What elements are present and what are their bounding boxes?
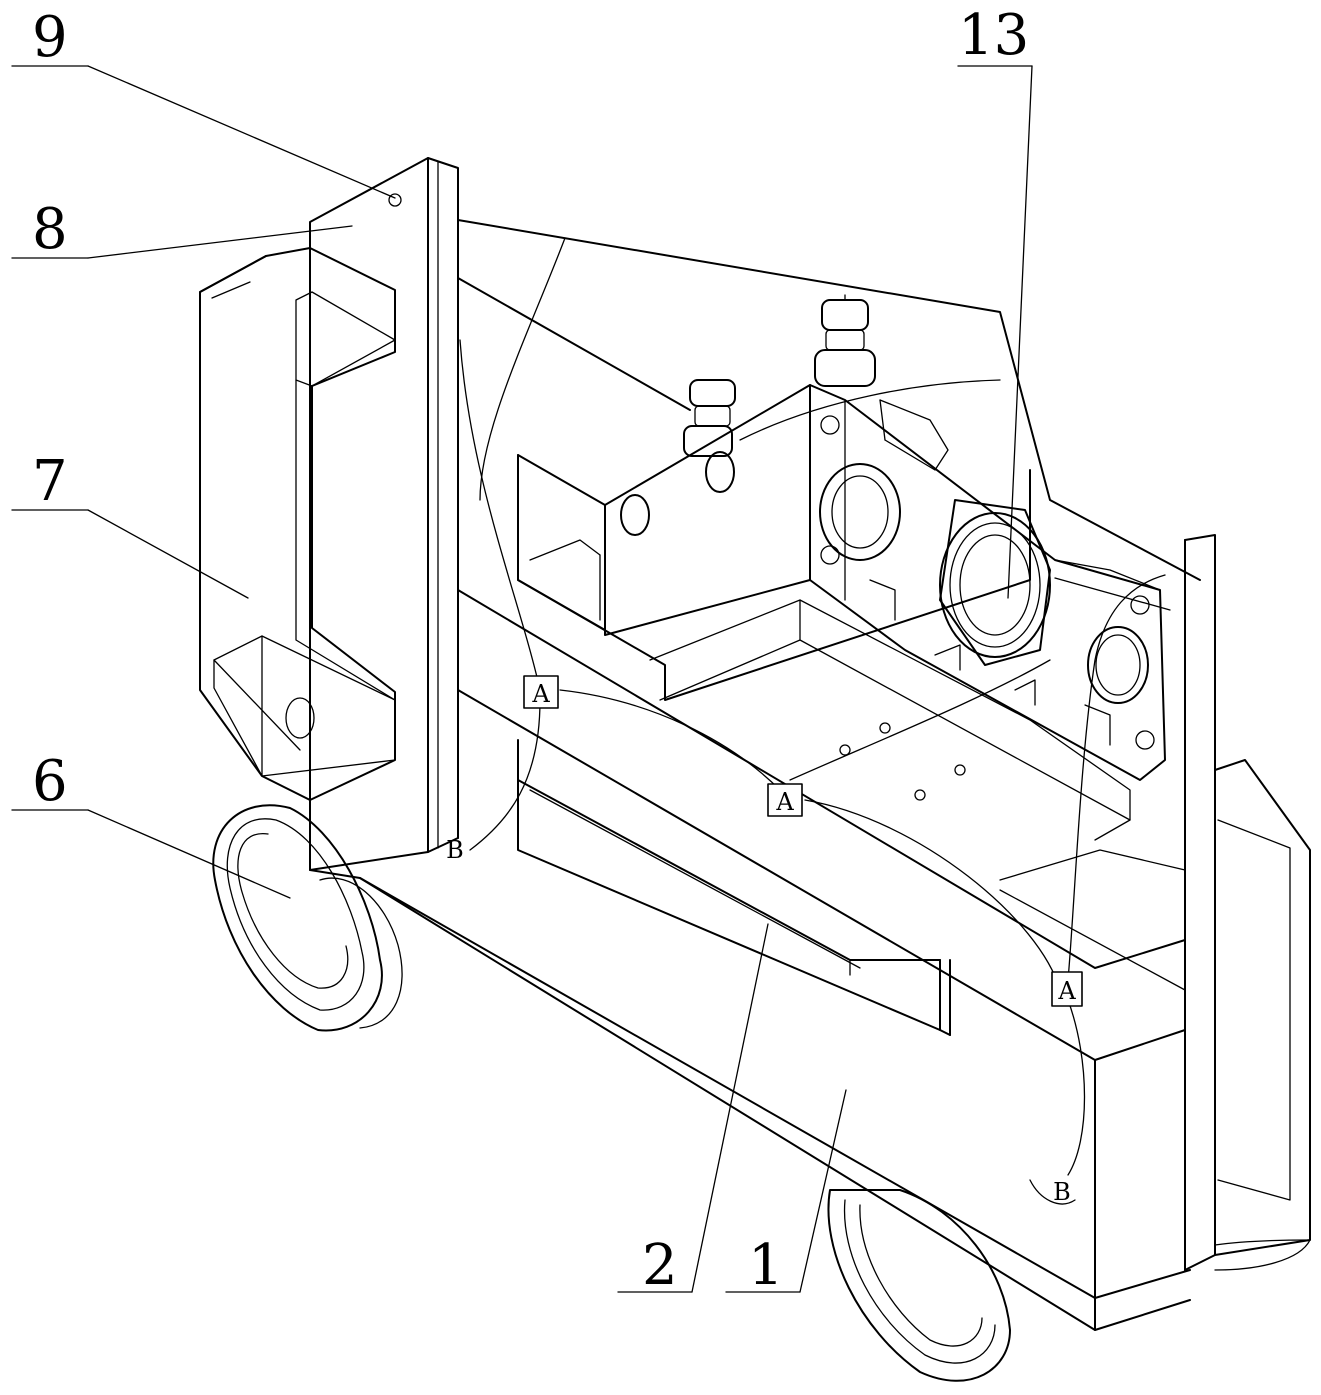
callout-1: 1	[748, 1233, 784, 1298]
section-mark-b: B	[446, 836, 464, 864]
section-tag-box	[523, 675, 559, 709]
section-mark-a: A	[531, 680, 550, 708]
frame-top-edges	[457, 219, 1201, 581]
left-wheel	[212, 804, 403, 1032]
section-mark-a: A	[1057, 977, 1076, 1005]
callout-labels: 9 8 7 6 13 2 1	[32, 3, 1029, 1298]
handle-bracket	[199, 247, 396, 801]
fitting-left	[683, 379, 736, 457]
right-wheel	[827, 1189, 1011, 1382]
section-markers: A A A B B	[446, 675, 1083, 1206]
main-frame	[309, 589, 1191, 1331]
hose-connector	[879, 399, 949, 471]
bolt-hole	[914, 789, 926, 801]
carriage-block	[517, 454, 1131, 841]
leader-lines	[11, 65, 1033, 1293]
callout-13: 13	[958, 3, 1029, 68]
section-mark-a: A	[775, 788, 794, 816]
section-tag-box	[1051, 971, 1083, 1007]
callout-9: 9	[32, 5, 68, 70]
callout-6: 6	[32, 749, 68, 814]
valve-block	[604, 384, 1171, 781]
side-plate	[309, 157, 459, 871]
callout-8: 8	[32, 197, 68, 262]
bolt-hole	[954, 764, 966, 776]
rear-plate	[999, 534, 1311, 1271]
section-mark-b: B	[1053, 1178, 1071, 1206]
bolt-hole	[879, 722, 891, 734]
callout-7: 7	[32, 449, 68, 514]
mounting-hole	[388, 193, 402, 207]
port-fitting	[939, 499, 1051, 666]
section-lines	[459, 237, 1166, 1205]
fitting-right	[814, 294, 876, 387]
section-tag-box	[767, 783, 803, 817]
callout-2: 2	[642, 1233, 678, 1298]
bolt-hole	[839, 744, 851, 756]
